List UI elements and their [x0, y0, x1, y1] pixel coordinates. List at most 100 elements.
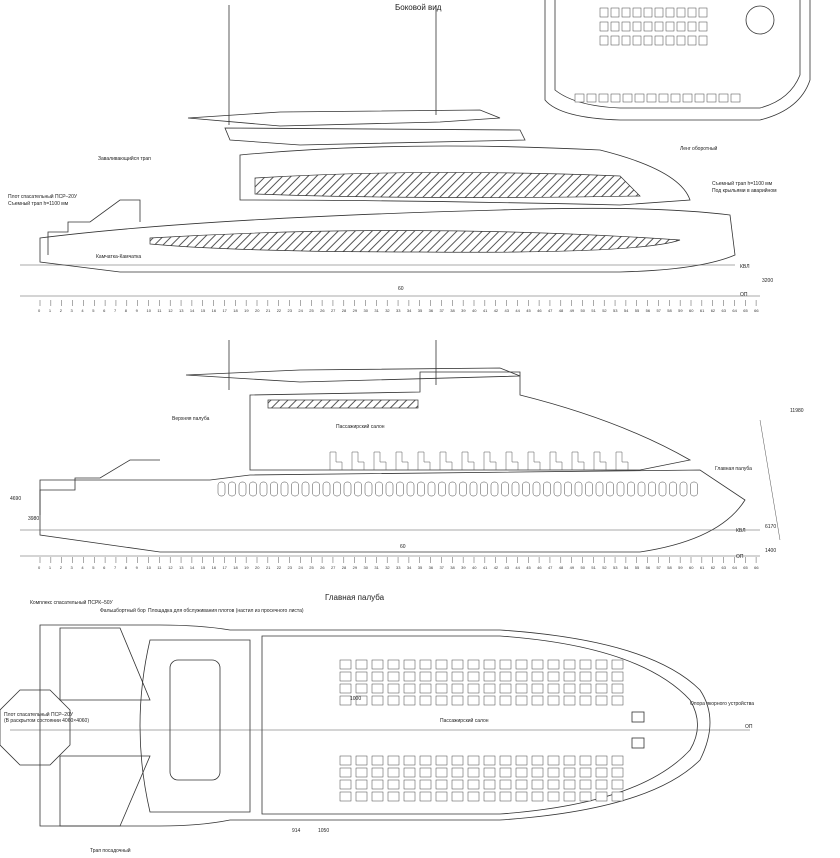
plan-seat: [371, 791, 384, 802]
hull-window: [270, 481, 278, 497]
plan-seat: [483, 683, 496, 694]
hull-window: [385, 481, 394, 497]
fragment-seat: [643, 35, 653, 46]
plan-seat: [355, 671, 368, 682]
section-seat: [615, 451, 629, 470]
plan-seat: [483, 695, 496, 706]
plan-seat: [563, 791, 576, 802]
frame-tick-label: 57: [656, 565, 661, 570]
frame-tick-label: 66: [754, 565, 759, 570]
plan-seat: [579, 791, 592, 802]
frame-tick-label: 17: [222, 565, 227, 570]
plan-seat: [595, 791, 608, 802]
plan-seat: [547, 779, 560, 790]
section-seat: [439, 451, 453, 470]
plan-seat: [355, 755, 368, 766]
frame-tick-label: 38: [450, 565, 455, 570]
frame-tick-label: 3: [71, 308, 74, 313]
section-dim-60: 60: [400, 544, 406, 550]
plan-seat: [579, 755, 592, 766]
frame-tick-label: 9: [136, 308, 139, 313]
rail-note-label: Камчатка-Камчатка: [96, 254, 141, 260]
hull-window: [658, 481, 667, 497]
plan-seat: [339, 659, 352, 670]
section-dim-1400: 1400: [765, 548, 776, 554]
frame-tick-label: 32: [385, 308, 390, 313]
hull-window: [606, 481, 614, 497]
plan-seat: [403, 767, 416, 778]
aft-bench: [169, 659, 221, 781]
section-hull: [39, 469, 746, 553]
fragment-seat: [665, 35, 675, 46]
frame-tick-label: 27: [331, 308, 336, 313]
plan-seat: [467, 671, 480, 682]
fragment-seat: [718, 93, 729, 103]
frame-tick-label: 3: [71, 565, 74, 570]
plan-seat: [531, 695, 544, 706]
roof-wing: [187, 109, 501, 127]
frame-tick-label: 5: [92, 565, 95, 570]
fragment-seat: [706, 93, 717, 103]
frame-tick-label: 46: [537, 308, 542, 313]
plan-seat: [467, 755, 480, 766]
plan-seat: [355, 779, 368, 790]
fragment-seat: [610, 35, 620, 46]
plan-seat: [451, 755, 464, 766]
plan-seat: [499, 683, 512, 694]
frame-tick-label: 14: [190, 308, 195, 313]
frame-tick-label: 44: [515, 308, 520, 313]
section-upper-deck-label: Верхняя палуба: [172, 416, 210, 422]
fragment-seat: [610, 7, 620, 18]
plan-seat: [499, 659, 512, 670]
side-view: Боковой вид КВЛ ОП Плот спасательный ПСР…: [8, 3, 777, 313]
hull-window: [595, 481, 604, 497]
hull-window: [679, 481, 688, 497]
plan-seat: [403, 695, 416, 706]
hull-window: [616, 481, 625, 497]
frame-tick-label: 19: [244, 565, 249, 570]
plan-seat: [611, 695, 624, 706]
hull-window: [511, 481, 520, 497]
hull-window: [637, 481, 646, 497]
kvl-label: КВЛ: [740, 264, 749, 270]
plan-seat: [339, 779, 352, 790]
plan-seat: [499, 671, 512, 682]
hull-window: [259, 481, 268, 497]
frame-tick-label: 16: [212, 565, 217, 570]
hull-window: [438, 481, 446, 497]
plan-seat: [579, 671, 592, 682]
main-deck-title: Главная палуба: [325, 593, 385, 602]
plan-seat: [563, 671, 576, 682]
plan-seat: [451, 695, 464, 706]
plan-seat: [563, 695, 576, 706]
plan-seat: [483, 659, 496, 670]
frame-tick-label: 59: [678, 565, 683, 570]
main-deck-plan: Главная палуба Комплекс спасательный ПСР…: [0, 593, 754, 854]
frame-tick-label: 52: [602, 565, 607, 570]
plan-seat: [595, 683, 608, 694]
hull-window: [396, 481, 404, 497]
plan-seat: [531, 779, 544, 790]
plan-seat: [371, 659, 384, 670]
top-right-plan-fragment: [544, 0, 811, 121]
frame-tick-label: 34: [407, 565, 412, 570]
section-seat: [395, 451, 409, 470]
frame-tick-label: 1: [49, 565, 52, 570]
plan-seat: [355, 767, 368, 778]
frame-tick-label: 36: [429, 308, 434, 313]
frame-tick-label: 50: [581, 565, 586, 570]
hull-window: [564, 481, 572, 497]
plan-seat: [371, 755, 384, 766]
frame-tick-label: 1: [49, 308, 52, 313]
frame-tick-label: 58: [667, 308, 672, 313]
plan-seat: [547, 755, 560, 766]
fragment-seat: [643, 7, 653, 18]
frame-tick-label: 48: [559, 308, 564, 313]
hull-window: [312, 481, 320, 497]
plan-seat: [515, 755, 528, 766]
plan-seat: [371, 695, 384, 706]
aft-deck-zone: [139, 639, 251, 813]
plan-seat: [563, 755, 576, 766]
plan-seat: [547, 671, 560, 682]
plan-seat: [611, 659, 624, 670]
